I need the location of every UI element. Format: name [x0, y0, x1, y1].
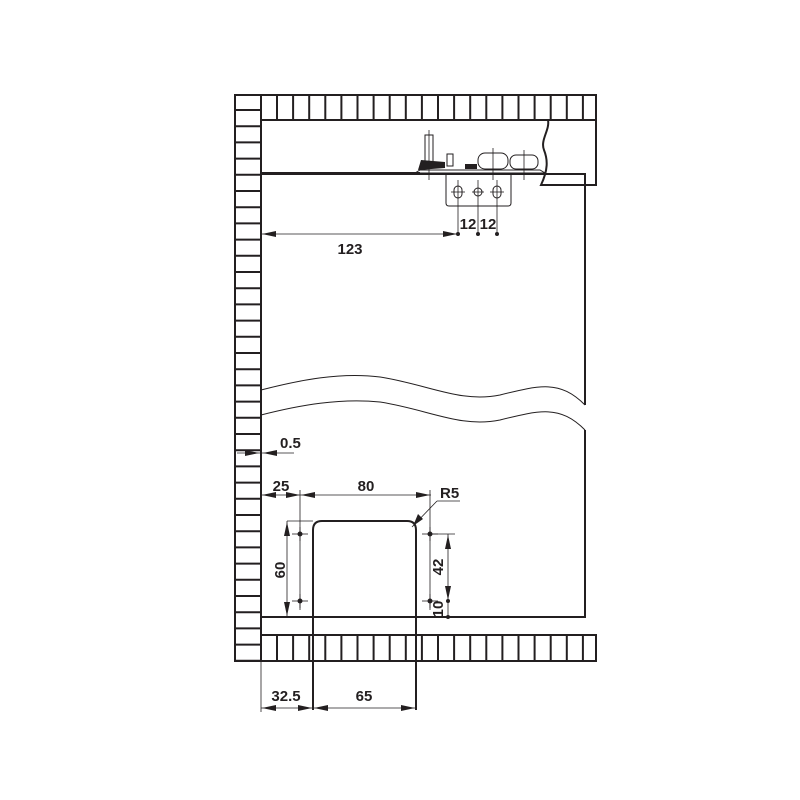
dim-cutout-height: 60 [272, 521, 290, 617]
bottom-rail [260, 634, 597, 662]
label-60: 60 [272, 562, 289, 579]
label-r5: R5 [440, 485, 459, 502]
label-123: 123 [337, 241, 362, 258]
cutout [287, 520, 438, 710]
hinge-hardware [413, 130, 547, 235]
drawer-panel [260, 173, 586, 618]
label-12-right: 12 [480, 216, 497, 233]
label-42: 42 [430, 559, 447, 576]
label-10: 10 [430, 601, 447, 618]
label-32.5: 32.5 [271, 688, 300, 705]
dim-hinge-offset: 123 12 12 [262, 216, 499, 258]
dim-hole-vertical: 42 10 [430, 533, 455, 619]
left-wall [234, 94, 262, 662]
dim-gap: 0.5 [237, 435, 301, 456]
label-80: 80 [358, 478, 375, 495]
top-box [261, 119, 597, 186]
dim-cutout-bottom: 32.5 65 [260, 617, 416, 712]
dim-cutout-top: 25 80 [262, 478, 431, 610]
dim-radius: R5 [411, 485, 460, 528]
label-25: 25 [273, 478, 290, 495]
top-rail [260, 94, 597, 121]
label-12-left: 12 [460, 216, 477, 233]
label-65: 65 [356, 688, 373, 705]
label-0.5: 0.5 [280, 435, 301, 452]
